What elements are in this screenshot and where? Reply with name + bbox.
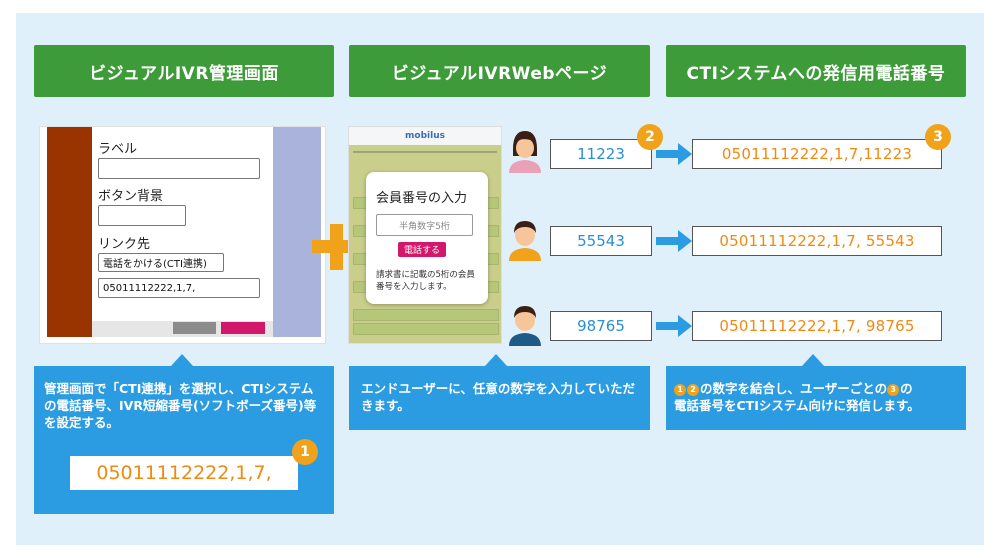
save-button[interactable]	[221, 322, 265, 334]
result-number-2: 05011112222,1,7, 55543	[692, 226, 942, 256]
member-number-input[interactable]: 半角数字5桁	[376, 214, 473, 236]
pointer-result	[802, 354, 824, 366]
header-web: ビジュアルIVRWebページ	[349, 45, 650, 97]
admin-sidebar	[47, 127, 92, 337]
modal-note: 請求書に記載の5桁の会員番号を入力します。	[376, 270, 475, 292]
button-bg-input[interactable]	[98, 205, 186, 226]
call-button[interactable]: 電話する	[398, 242, 446, 257]
gray-button[interactable]	[173, 322, 216, 334]
input-number-1: 11223	[550, 139, 652, 169]
man-icon	[509, 306, 541, 346]
button-bg-label: ボタン背景	[98, 189, 164, 204]
web-page-text: ━━━━━━━━━━━━━━━━━━━━━━━━━━━━━━━━━━━━━━━━…	[353, 149, 497, 156]
link-number-input[interactable]: 05011112222,1,7,	[98, 278, 260, 298]
modal-title: 会員番号の入力	[376, 191, 468, 206]
mini-badge-1: 1	[674, 383, 686, 396]
pointer-admin	[171, 354, 193, 366]
mini-badge-3: 3	[887, 383, 900, 396]
input-number-3: 98765	[550, 311, 652, 341]
result-number-1: 05011112222,1,7,11223	[692, 139, 942, 169]
note-admin-text: 管理画面で「CTI連携」を選択し、CTIシステムの電話番号、IVR短縮番号(ソフ…	[44, 381, 317, 430]
admin-number-display: 05011112222,1,7,	[70, 456, 298, 490]
menu-row	[353, 323, 499, 335]
woman-icon	[509, 131, 541, 173]
label-field-label: ラベル	[98, 142, 138, 157]
input-number-2: 55543	[550, 226, 652, 256]
man-icon	[509, 221, 541, 261]
link-label: リンク先	[98, 237, 151, 252]
note-result-line2: 電話番号をCTIシステム向けに発信します。	[674, 398, 920, 413]
admin-screen: ラベル ボタン背景 リンク先 電話をかける(CTI連携) 05011112222…	[40, 127, 325, 343]
label-input[interactable]	[98, 158, 260, 179]
mini-badge-2: 2	[687, 383, 699, 396]
badge-3: 3	[925, 124, 951, 150]
pointer-web	[485, 354, 507, 366]
arrow-right-icon	[656, 315, 692, 337]
note-admin: 管理画面で「CTI連携」を選択し、CTIシステムの電話番号、IVR短縮番号(ソフ…	[34, 366, 334, 514]
link-select[interactable]: 電話をかける(CTI連携)	[98, 253, 224, 272]
arrow-right-icon	[656, 143, 692, 165]
result-number-3: 05011112222,1,7, 98765	[692, 311, 942, 341]
header-admin: ビジュアルIVR管理画面	[34, 45, 334, 97]
note-web-text: エンドユーザーに、任意の数字を入力していただきます。	[361, 381, 636, 413]
menu-row	[353, 309, 499, 321]
admin-right-panel	[273, 127, 321, 337]
arrow-right-icon	[656, 230, 692, 252]
mobilus-logo: mobilus	[349, 127, 501, 145]
note-web: エンドユーザーに、任意の数字を入力していただきます。	[349, 366, 650, 430]
header-phone-numbers: CTIシステムへの発信用電話番号	[666, 45, 966, 97]
member-number-modal: 会員番号の入力 半角数字5桁 電話する 請求書に記載の5桁の会員番号を入力します…	[366, 172, 488, 304]
badge-2: 2	[637, 124, 663, 150]
badge-1: 1	[292, 439, 318, 465]
